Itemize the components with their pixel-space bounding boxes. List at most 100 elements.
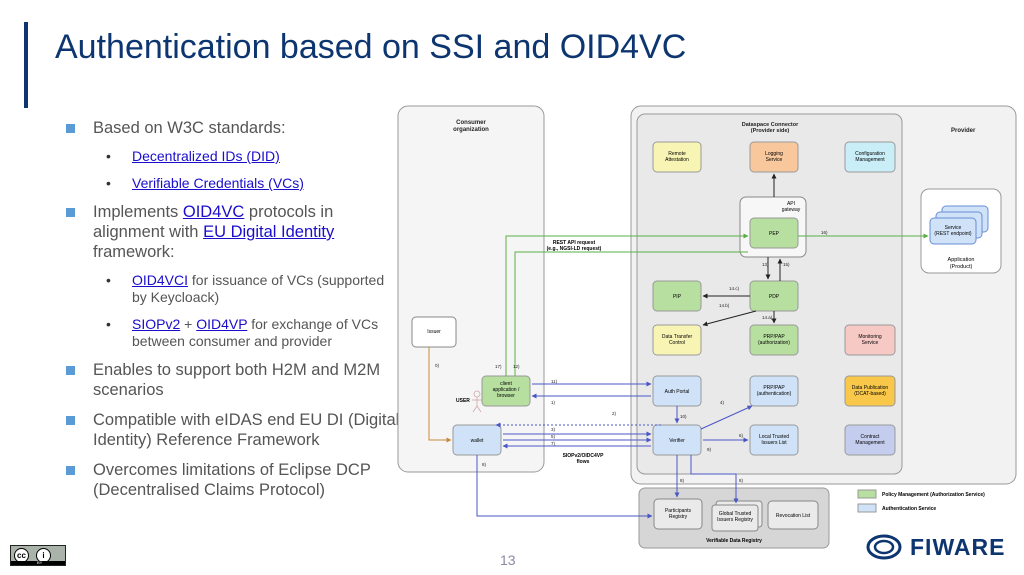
local-trusted-issuers-box <box>749 424 799 456</box>
flow-label: 5) <box>551 434 556 439</box>
sub-bullet-siop: • SIOPv2 + OID4VP for exchange of VCs be… <box>66 316 401 350</box>
service-box <box>929 217 977 245</box>
flow-label: 17) <box>495 364 502 369</box>
arrow-pep-response <box>514 251 748 376</box>
configuration-management-box <box>844 141 896 173</box>
flow-label: 13) <box>762 262 769 267</box>
slide-title: Authentication based on SSI and OID4VC <box>55 28 687 66</box>
bullet-text: framework: <box>93 243 175 261</box>
global-trusted-issuers-box <box>711 504 759 532</box>
flow-label: 14.b) <box>719 303 730 308</box>
flow-label: 7) <box>551 441 556 446</box>
bullet-text: + <box>180 316 197 332</box>
pdp-label: PDP <box>769 294 780 300</box>
revocation-list-box <box>767 500 819 530</box>
service-label: Service(REST endpoint) <box>934 225 971 237</box>
arrow-client-to-pep <box>505 233 749 376</box>
flow-label: 16) <box>821 230 828 235</box>
fiware-logo-icon <box>866 534 902 560</box>
participants-registry-box <box>653 498 703 530</box>
bullet-text: for issuance of VCs (supported by Keyclo… <box>132 272 385 305</box>
sub-bullet-vc: • Verifiable Credentials (VCs) <box>66 175 401 192</box>
issuer-box <box>411 316 457 348</box>
issuer-label: Issuer <box>427 329 441 335</box>
prp-pap-authentication-box <box>749 375 799 407</box>
bullet-square-icon <box>66 124 75 133</box>
vc-link[interactable]: Verifiable Credentials (VCs) <box>132 175 304 191</box>
flow-label: 2) <box>612 411 617 416</box>
flow-label: 12) <box>513 364 520 369</box>
flow-label: 8) <box>680 478 685 483</box>
bullet-dcp: Overcomes limitations of Eclipse DCP (De… <box>66 460 401 500</box>
bullet-square-icon <box>66 208 75 217</box>
data-publication-box <box>844 375 896 407</box>
fiware-logo-text: FIWARE <box>910 534 1006 560</box>
oid4vp-link[interactable]: OID4VP <box>196 316 248 332</box>
arrow-wallet-to-participants <box>476 455 653 519</box>
bullet-list: Based on W3C standards: • Decentralized … <box>66 118 401 510</box>
arrow-verifier-to-prp-auth <box>700 405 753 430</box>
prp-pap-authorization-label: PRP/PAP(authorization) <box>758 334 790 346</box>
user-icon <box>472 390 482 413</box>
eu-digital-identity-link[interactable]: EU Digital Identity <box>203 223 335 241</box>
prp-pap-authentication-label: PRP/PAP(authentication) <box>757 385 792 397</box>
flow-label: 4) <box>720 400 725 405</box>
pip-label: PIP <box>673 294 682 300</box>
did-link[interactable]: Decentralized IDs (DID) <box>132 148 280 164</box>
remote-attestation-box <box>652 141 702 173</box>
flow-label: 3) <box>551 427 556 432</box>
revocation-list-label: Revocation List <box>776 513 811 519</box>
flow-label: 14.c) <box>729 286 740 291</box>
bullet-w3c: Based on W3C standards: <box>66 118 401 138</box>
bullet-text: for exchange of VCs between consumer and… <box>132 316 379 349</box>
bullet-h2m: Enables to support both H2M and M2M scen… <box>66 360 401 400</box>
bullet-square-icon <box>66 366 75 375</box>
consumer-organization-box <box>397 105 545 473</box>
flow-label: 0) <box>435 363 440 368</box>
bullet-text: Compatible with eIDAS end EU DI (Digital… <box>93 411 400 449</box>
bullet-text: Based on W3C standards: <box>93 119 286 137</box>
bullet-text: Enables to support both H2M and M2M scen… <box>93 361 381 399</box>
rest-api-request-label: REST API request(e.g., NGSI-LD request) <box>547 240 602 252</box>
flow-label: 15) <box>783 262 790 267</box>
contract-management-box <box>844 424 896 456</box>
pep-label: PEP <box>769 231 780 237</box>
flow-label: 6) <box>739 433 744 438</box>
sub-bullet-oid4vci: • OID4VCI for issuance of VCs (supported… <box>66 272 401 306</box>
arrow-pdp-to-dtc <box>702 310 757 327</box>
oid4vci-link[interactable]: OID4VCI <box>132 272 189 288</box>
bullet-dot-icon: • <box>106 175 111 191</box>
data-transfer-control-box <box>652 324 702 356</box>
flow-label: 10) <box>680 414 687 419</box>
legend-policy-label: Policy Management (Authorization Service… <box>882 492 985 498</box>
monitoring-service-box <box>844 324 896 356</box>
application-label: Application(Product) <box>948 257 975 270</box>
oid4vc-link[interactable]: OID4VC <box>182 203 245 221</box>
siopv2-link[interactable]: SIOPv2 <box>132 316 181 332</box>
pip-box <box>652 280 702 312</box>
bullet-square-icon <box>66 466 75 475</box>
flow-label: 9) <box>707 447 712 452</box>
flow-label: 8) <box>482 462 487 467</box>
logging-service-box <box>749 141 799 173</box>
auth-portal-label: Auth Portal <box>665 389 690 395</box>
user-label: USER <box>456 398 470 404</box>
pep-box <box>749 217 799 249</box>
by-label: BY <box>37 560 43 565</box>
wallet-label: wallet <box>471 438 484 444</box>
bullet-oid4vc: Implements OID4VC protocols in alignment… <box>66 202 401 262</box>
verifier-label: Verifier <box>669 438 685 444</box>
legend-auth-label: Authentication Service <box>882 506 936 512</box>
prp-pap-authorization-box <box>749 324 799 356</box>
